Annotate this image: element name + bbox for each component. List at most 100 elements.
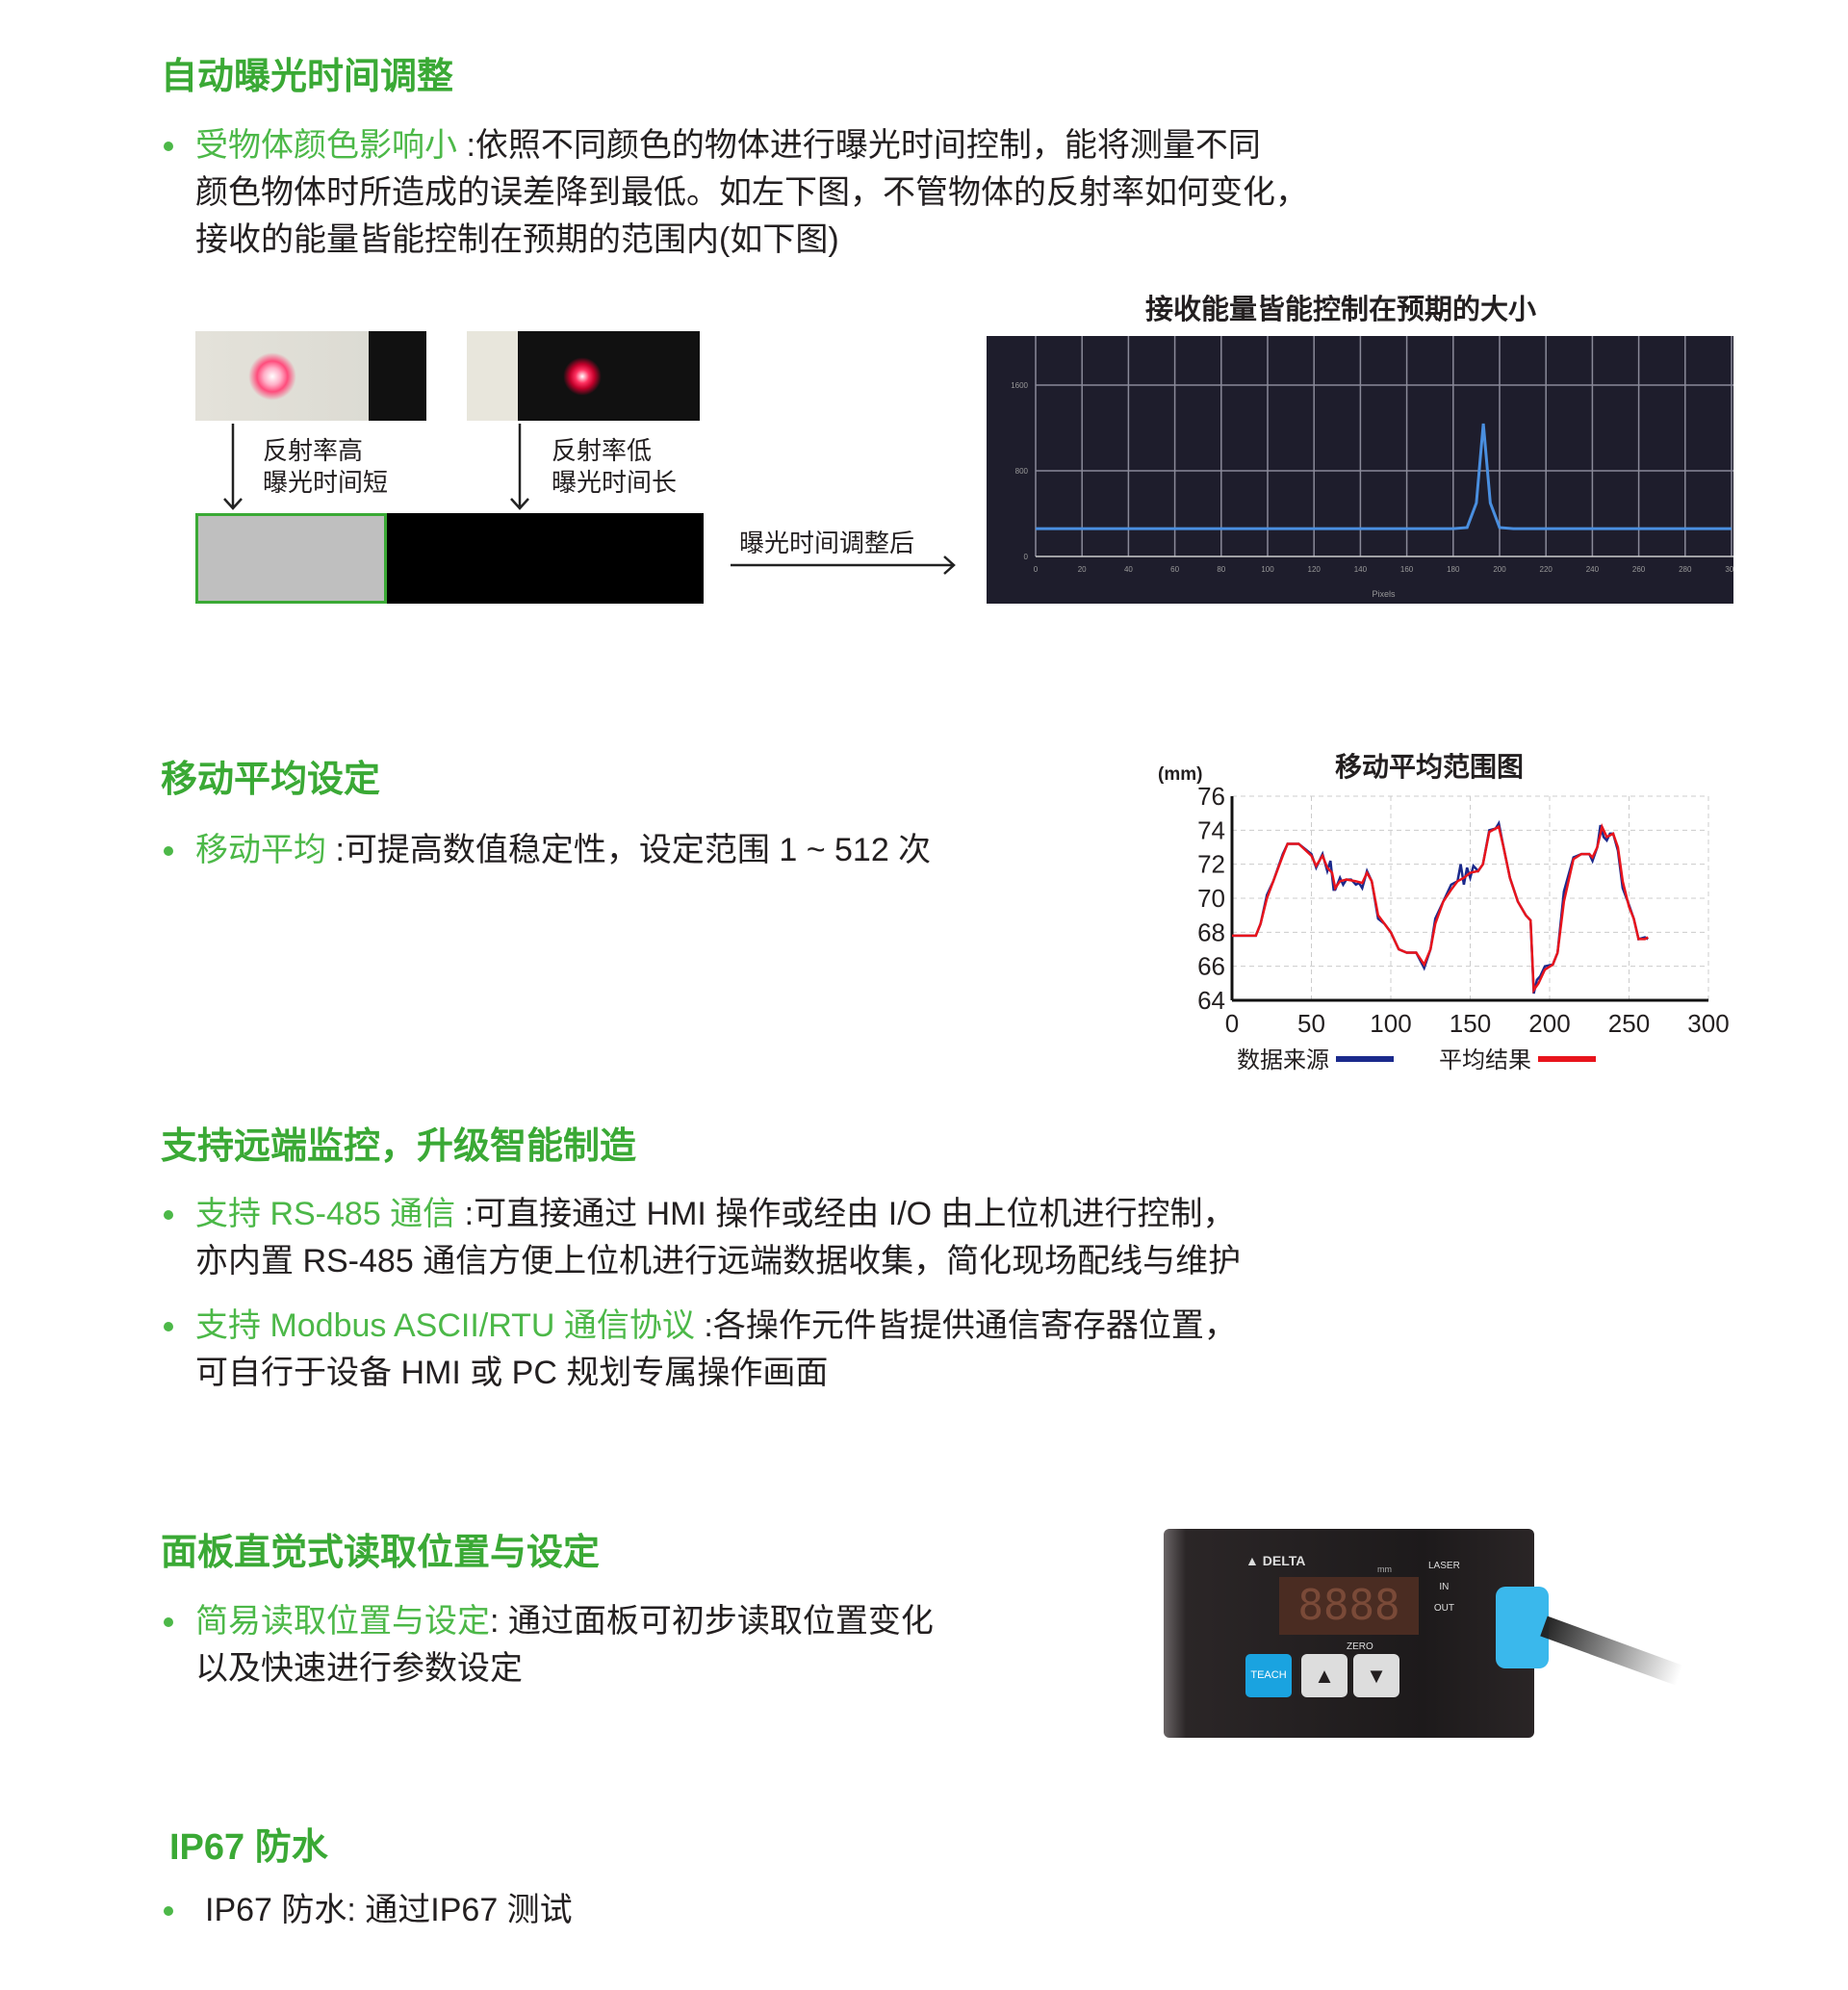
- indicator-laser: LASER: [1428, 1561, 1460, 1571]
- bullet-text: 受物体颜色影响小 :依照不同颜色的物体进行曝光时间控制，能将测量不同: [195, 129, 1261, 162]
- x-tick-label: 0: [1034, 565, 1039, 574]
- down-arrow-button[interactable]: ▼: [1353, 1654, 1399, 1697]
- bullet-dot: [164, 1617, 173, 1627]
- x-tick-label: 60: [1170, 565, 1179, 574]
- x-tick-label: 220: [1540, 565, 1553, 574]
- indicator-out: OUT: [1433, 1603, 1454, 1614]
- x-axis-label: Pixels: [1372, 589, 1396, 599]
- bullet-line: :可直接通过 HMI 操作或经由 I/O 由上位机进行控制，: [464, 1196, 1236, 1232]
- bullet-line: :可提高数值稳定性，设定范围 1 ~ 512 次: [335, 832, 932, 868]
- x-tick-label: 260: [1632, 565, 1646, 574]
- sensor-device-image: ▲ DELTA 8888 mm LASER IN OUT ZERO TEACH …: [1164, 1529, 1683, 1738]
- bullet-text: 移动平均 :可提高数值稳定性，设定范围 1 ~ 512 次: [195, 834, 931, 866]
- bullet-label: 受物体颜色影响小: [195, 127, 457, 164]
- bullet-line: 以及快速进行参数设定: [195, 1650, 523, 1687]
- unit-label: mm: [1377, 1564, 1392, 1574]
- x-tick-label: 240: [1586, 565, 1600, 574]
- section-title-panel: 面板直觉式读取位置与设定: [161, 1533, 601, 1573]
- x-tick-label: 180: [1447, 565, 1460, 574]
- cable-connector: [1496, 1587, 1549, 1668]
- x-tick-label: 0: [1225, 1009, 1239, 1038]
- teach-button[interactable]: TEACH: [1245, 1654, 1292, 1697]
- high-reflect-label: 反射率高曝光时间短: [263, 435, 388, 498]
- bullet-line: 颜色物体时所造成的误差降到最低。如左下图，不管物体的反射率如何变化，: [195, 174, 1308, 211]
- digital-display: 8888: [1279, 1577, 1419, 1635]
- label-line: 曝光时间短: [263, 467, 389, 497]
- zero-label: ZERO: [1347, 1641, 1373, 1652]
- energy-chart: 0 20 40 60 80 100 120 140 160 180 200 220 240 260 280 3…: [987, 336, 1733, 604]
- short-exposure-block: [195, 513, 387, 604]
- legend-label: 数据来源: [1237, 1047, 1329, 1073]
- y-tick-label: 72: [1197, 850, 1225, 879]
- bullet-label: 简易读取位置与设定: [195, 1603, 490, 1640]
- x-tick-label: 80: [1217, 565, 1225, 574]
- x-tick-label: 150: [1450, 1009, 1491, 1038]
- bullet-text: 支持 RS-485 通信 :可直接通过 HMI 操作或经由 I/O 由上位机进行…: [195, 1198, 1236, 1230]
- legend-label: 平均结果: [1439, 1047, 1531, 1073]
- section-title-auto-exposure: 自动曝光时间调整: [161, 57, 454, 97]
- down-arrow-icon: [223, 424, 243, 510]
- bullet-dot: [164, 846, 173, 856]
- x-tick-label: 160: [1400, 565, 1414, 574]
- x-tick-label: 200: [1528, 1009, 1570, 1038]
- y-unit-label: (mm): [1158, 764, 1202, 785]
- x-tick-label: 300: [1687, 1009, 1729, 1038]
- y-tick-label: 68: [1197, 917, 1225, 946]
- bullet-dot: [164, 1322, 173, 1331]
- indicator-in: IN: [1439, 1582, 1450, 1592]
- bullet-line: 接收的能量皆能控制在预期的范围内(如下图): [195, 221, 839, 258]
- after-adjust-label: 曝光时间调整后: [739, 529, 915, 557]
- down-arrow-icon: [510, 424, 529, 510]
- bullet-dot: [164, 1210, 173, 1220]
- x-tick-label: 40: [1124, 565, 1133, 574]
- bullet-dot: [164, 1906, 173, 1916]
- series-line-average: [1232, 822, 1649, 995]
- y-tick-label: 800: [1015, 467, 1029, 476]
- section-title-moving-average: 移动平均设定: [161, 760, 381, 800]
- section-title-remote-monitoring: 支持远端监控，升级智能制造: [161, 1126, 637, 1167]
- bullet-dot: [164, 142, 173, 151]
- x-tick-label: 300: [1725, 565, 1733, 574]
- x-tick-label: 120: [1308, 565, 1322, 574]
- right-arrow-icon: [731, 556, 956, 575]
- bullet-label: 移动平均: [195, 832, 326, 868]
- y-tick-label: 70: [1197, 884, 1225, 913]
- x-tick-label: 50: [1297, 1009, 1325, 1038]
- low-reflect-label: 反射率低曝光时间长: [552, 435, 677, 498]
- delta-logo: ▲ DELTA: [1245, 1553, 1306, 1568]
- y-tick-label: 1600: [1011, 381, 1028, 390]
- laser-spot-icon: [563, 357, 602, 396]
- bullet-line: IP67 防水: 通过IP67 测试: [205, 1892, 573, 1928]
- exposure-result-bar: [195, 513, 704, 604]
- bullet-label: 支持 RS-485 通信: [195, 1196, 456, 1232]
- y-tick-label: 64: [1197, 986, 1225, 1015]
- y-tick-label: 66: [1197, 952, 1225, 981]
- bullet-line: : 通过面板可初步读取位置变化: [490, 1603, 934, 1640]
- x-tick-label: 200: [1493, 565, 1506, 574]
- energy-chart-title: 接收能量皆能控制在预期的大小: [1145, 295, 1537, 325]
- bullet-text: 简易读取位置与设定: 通过面板可初步读取位置变化: [195, 1605, 934, 1638]
- x-tick-label: 280: [1679, 565, 1692, 574]
- indicator-labels: LASER IN OUT: [1428, 1556, 1460, 1619]
- y-tick-label: 76: [1197, 782, 1225, 811]
- bullet-line: :各操作元件皆提供通信寄存器位置，: [704, 1307, 1237, 1344]
- up-arrow-button[interactable]: ▲: [1301, 1654, 1348, 1697]
- chart-title: 移动平均范围图: [1335, 752, 1524, 782]
- low-reflect-sample-image: [467, 331, 700, 421]
- x-tick-label: 20: [1078, 565, 1087, 574]
- label-line: 曝光时间长: [552, 467, 678, 497]
- y-tick-label: 74: [1197, 815, 1225, 844]
- label-line: 反射率低: [552, 436, 653, 465]
- x-tick-label: 100: [1370, 1009, 1411, 1038]
- series-line-energy: [1036, 423, 1732, 530]
- bullet-line: 可自行于设备 HMI 或 PC 规划专属操作画面: [195, 1355, 829, 1391]
- x-tick-label: 100: [1261, 565, 1274, 574]
- bullet-line: :依照不同颜色的物体进行曝光时间控制，能将测量不同: [466, 127, 1261, 164]
- x-tick-label: 140: [1354, 565, 1368, 574]
- label-line: 反射率高: [263, 436, 364, 465]
- high-reflect-sample-image: [195, 331, 426, 421]
- bullet-line: 亦内置 RS-485 通信方便上位机进行远端数据收集，简化现场配线与维护: [195, 1243, 1242, 1279]
- laser-spot-icon: [248, 352, 296, 401]
- bullet-text: 支持 Modbus ASCII/RTU 通信协议 :各操作元件皆提供通信寄存器位…: [195, 1309, 1237, 1342]
